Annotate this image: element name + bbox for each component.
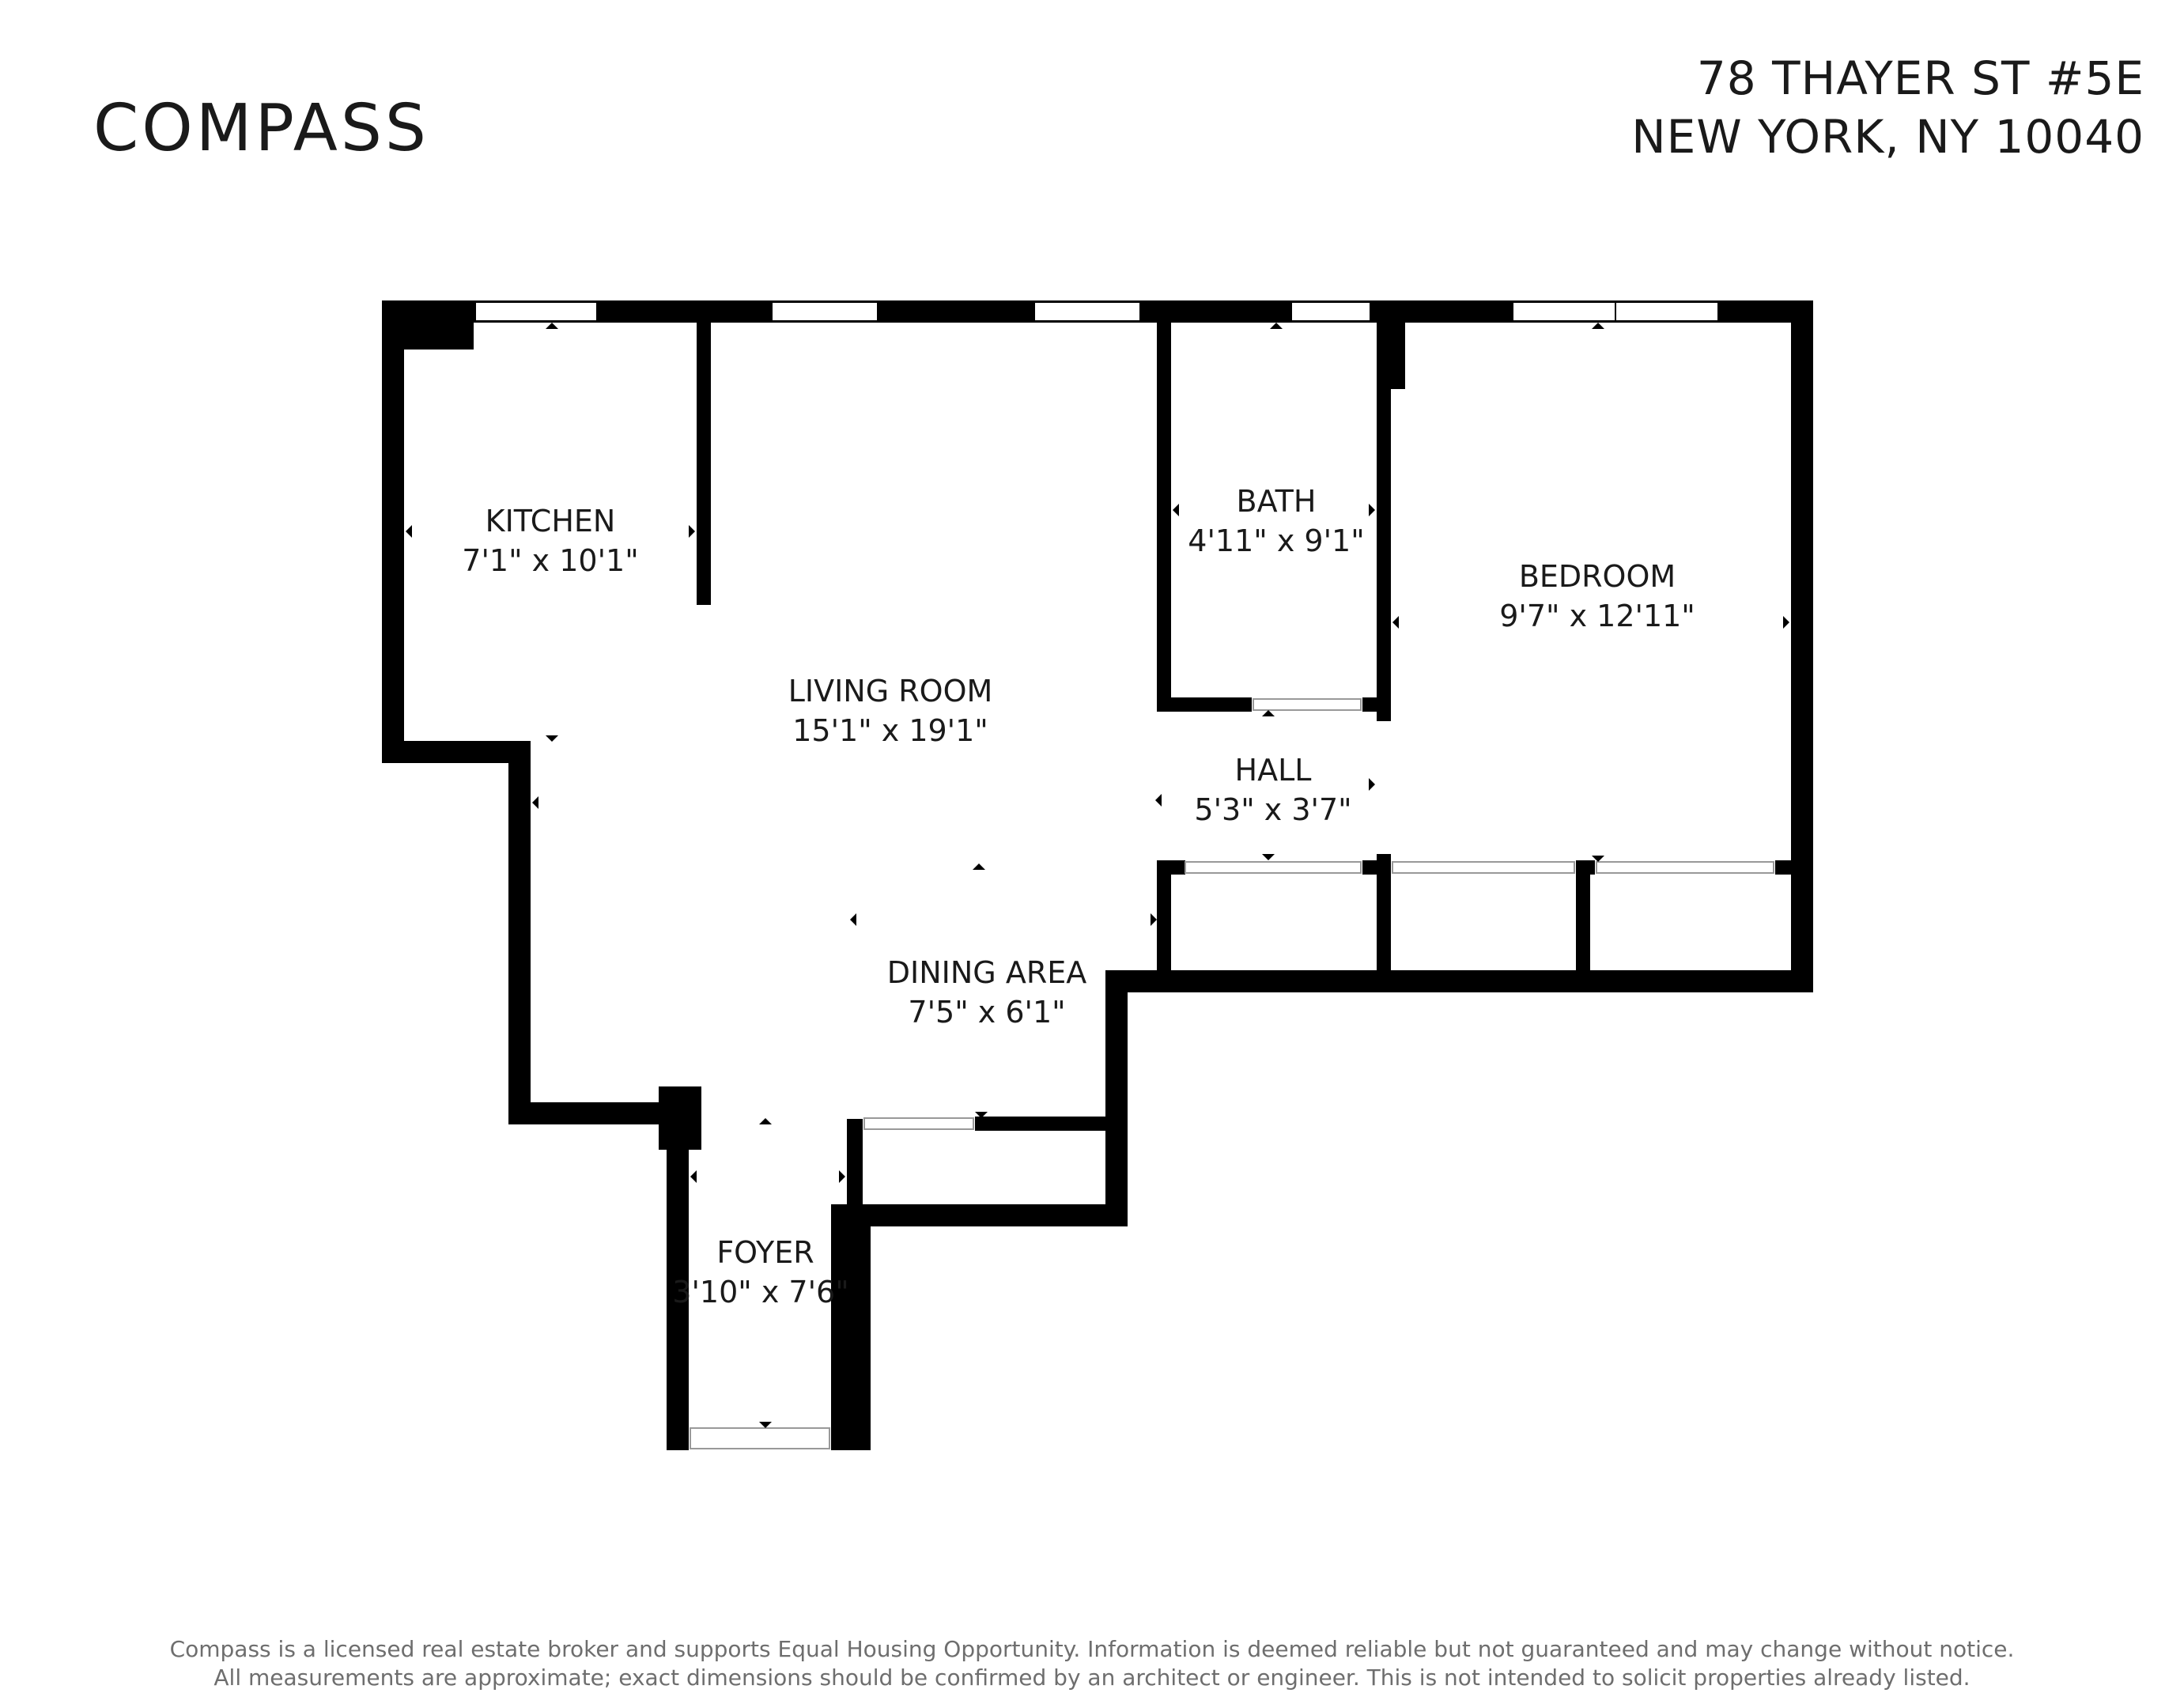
wall-kitchen-partition: [697, 300, 711, 605]
address-line-1: 78 THAYER ST #5E: [1696, 51, 2144, 105]
room-name-bedroom: BEDROOM: [1519, 559, 1676, 594]
door-closet-bed-2: [1596, 861, 1774, 874]
walls: [382, 300, 1813, 1450]
room-dims-kitchen: 7'1" x 10'1": [462, 543, 638, 578]
marker-bath-left: [1173, 504, 1179, 516]
disclaimer-line-2: All measurements are approximate; exact …: [213, 1665, 1971, 1691]
room-name-living: LIVING ROOM: [788, 674, 993, 709]
wall-closet-right: [1105, 970, 1128, 1226]
door-bath: [1253, 698, 1362, 711]
window-living-1: [771, 301, 879, 322]
marker-foyer-bottom: [759, 1422, 772, 1428]
marker-bed-left: [1392, 616, 1399, 629]
wall-left-living: [508, 741, 531, 1124]
marker-hall-left: [1155, 794, 1162, 807]
marker-hall-right: [1369, 778, 1375, 791]
wall-closet-row-cap2: [1362, 860, 1391, 875]
marker-bed-top: [1592, 323, 1604, 329]
marker-hall-top: [1262, 710, 1275, 716]
dimension-markers: [406, 323, 1789, 1428]
wall-foyer-inner: [847, 1119, 863, 1206]
door-dining-closet: [863, 1117, 974, 1130]
disclaimer: Compass is a licensed real estate broker…: [0, 1635, 2184, 1692]
door-entry: [690, 1427, 830, 1449]
room-dims-living: 15'1" x 19'1": [792, 713, 988, 748]
room-name-foyer: FOYER: [716, 1235, 814, 1270]
window-bedroom-2: [1615, 301, 1719, 322]
room-dims-foyer: 3'10" x 7'6": [672, 1275, 848, 1309]
marker-kitchen-left: [406, 525, 412, 538]
window-kitchen: [474, 301, 598, 322]
marker-dining-top: [973, 863, 985, 870]
room-labels: KITCHEN 7'1" x 10'1" LIVING ROOM 15'1" x…: [462, 484, 1695, 1309]
wall-closet-row-left: [1157, 860, 1171, 992]
wall-right: [1791, 300, 1813, 992]
marker-kitchen-top: [546, 323, 558, 329]
compass-logo: COMPASS: [93, 93, 429, 164]
window-bath: [1290, 301, 1371, 322]
marker-dining-bottom: [975, 1112, 988, 1118]
disclaimer-line-1: Compass is a licensed real estate broker…: [169, 1636, 2015, 1662]
wall-bedroom-left-lower: [1377, 854, 1391, 992]
marker-dining-left: [850, 913, 856, 926]
marker-kitchen-bottom: [546, 735, 558, 742]
door-closet-bed-1: [1392, 861, 1575, 874]
room-name-hall: HALL: [1235, 753, 1312, 788]
marker-foyer-top: [759, 1118, 772, 1124]
marker-living-left: [532, 796, 538, 809]
marker-kitchen-right: [689, 525, 695, 538]
wall-closet-row-cap4: [1775, 860, 1813, 875]
window-bedroom-1: [1512, 301, 1616, 322]
wall-bedroom-left: [1377, 300, 1391, 721]
wall-foyer-right: [831, 1204, 871, 1450]
address-line-2: NEW YORK, NY 10040: [1631, 110, 2144, 164]
doors: [690, 698, 1774, 1449]
wall-foyer-left: [667, 1102, 689, 1450]
marker-bath-right: [1369, 504, 1375, 516]
property-address: 78 THAYER ST #5E NEW YORK, NY 10040: [1631, 49, 2144, 166]
room-dims-dining: 7'5" x 6'1": [908, 995, 1065, 1030]
wall-closet-top: [975, 1117, 1117, 1131]
window-living-2: [1033, 301, 1141, 322]
room-name-dining: DINING AREA: [887, 955, 1086, 990]
room-dims-bath: 4'11" x 9'1": [1188, 523, 1364, 558]
wall-kitchen-bottom: [382, 741, 531, 763]
room-name-kitchen: KITCHEN: [486, 504, 616, 538]
wall-bath-left: [1157, 300, 1171, 712]
wall-closet-row-cap1: [1157, 860, 1185, 875]
marker-bath-top: [1270, 323, 1283, 329]
logo-text: COMPASS: [93, 93, 429, 164]
door-closet-hall: [1185, 861, 1362, 874]
marker-foyer-left: [690, 1170, 697, 1183]
wall-bottom-right: [1105, 970, 1813, 992]
room-dims-hall: 5'3" x 3'7": [1194, 792, 1351, 827]
wall-left-kitchen: [382, 300, 404, 763]
windows: [474, 301, 1719, 322]
wall-closet-row-cap3: [1576, 860, 1595, 875]
wall-closet-row-div: [1576, 860, 1590, 992]
marker-dining-right: [1151, 913, 1157, 926]
wall-closet-bottom: [847, 1204, 1128, 1226]
marker-bed-bottom: [1592, 856, 1604, 862]
marker-bed-right: [1783, 616, 1789, 629]
wall-bath-bottom: [1157, 697, 1252, 712]
room-dims-bedroom: 9'7" x 12'11": [1499, 599, 1695, 633]
room-name-bath: BATH: [1237, 484, 1317, 519]
marker-foyer-right: [839, 1170, 845, 1183]
marker-hall-bottom: [1262, 854, 1275, 860]
